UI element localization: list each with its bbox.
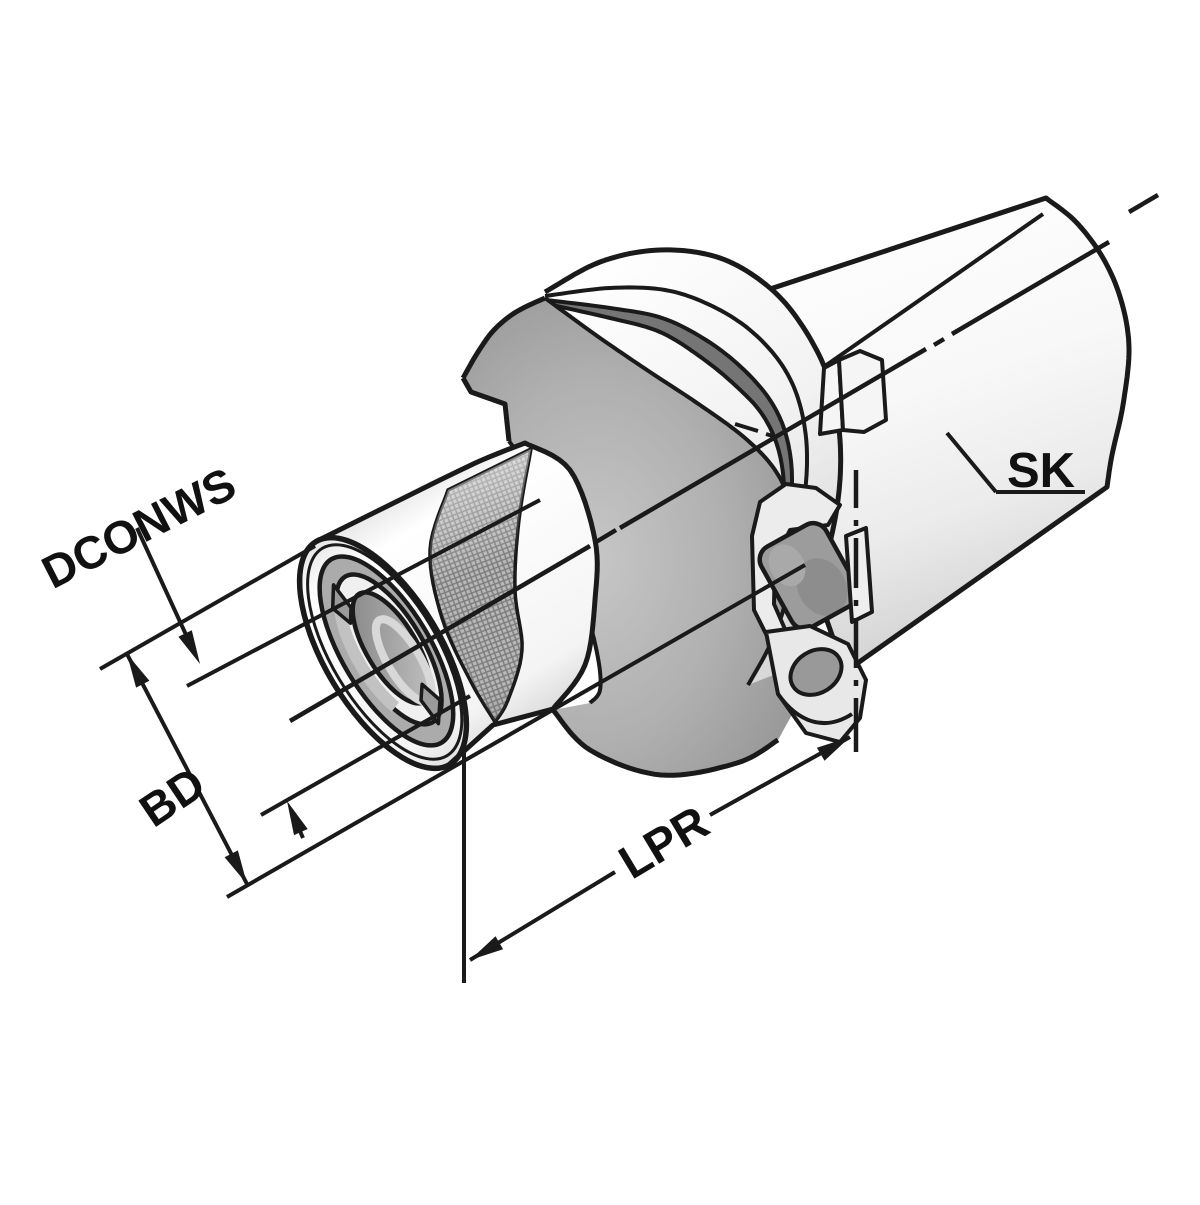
svg-text:SK: SK xyxy=(1007,444,1075,498)
